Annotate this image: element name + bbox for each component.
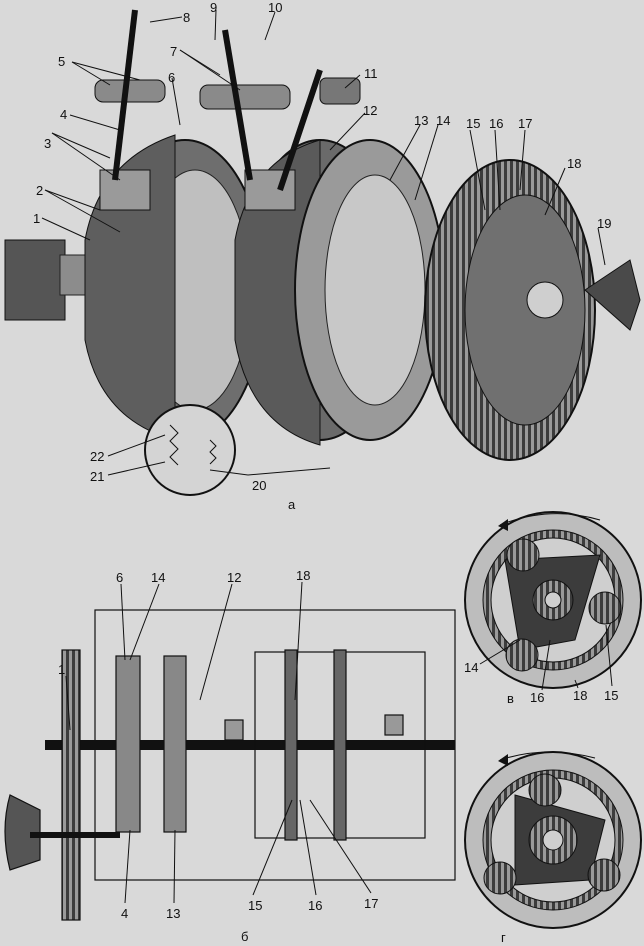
label-16: 16 bbox=[489, 116, 503, 131]
label-21: 21 bbox=[90, 469, 104, 484]
label-16-v: 16 bbox=[530, 690, 544, 705]
label-18-b: 18 bbox=[296, 568, 310, 583]
label-18: 18 bbox=[567, 156, 581, 171]
planetary-view-g: г bbox=[464, 751, 642, 945]
gear-1 bbox=[61, 649, 81, 921]
drum-6 bbox=[115, 655, 141, 833]
label-20: 20 bbox=[252, 478, 266, 493]
subfigure-label-a: а bbox=[288, 497, 296, 512]
planet-gear bbox=[587, 858, 621, 892]
part-labels-b: 1 6 14 12 18 4 13 15 16 17 б bbox=[58, 568, 378, 944]
rotation-arrow bbox=[499, 513, 601, 526]
planet-gear bbox=[505, 638, 539, 672]
label-15: 15 bbox=[466, 116, 480, 131]
label-18-v: 18 bbox=[573, 688, 587, 703]
label-2: 2 bbox=[36, 183, 43, 198]
planet-carrier bbox=[464, 194, 586, 426]
label-1-b: 1 bbox=[58, 662, 65, 677]
label-5: 5 bbox=[58, 54, 65, 69]
label-12: 12 bbox=[363, 103, 377, 118]
leader-lines-b bbox=[65, 581, 372, 904]
label-22: 22 bbox=[90, 449, 104, 464]
label-6-b: 6 bbox=[116, 570, 123, 585]
label-16-b: 16 bbox=[308, 898, 322, 913]
label-14-b: 14 bbox=[151, 570, 165, 585]
label-4: 4 bbox=[60, 107, 67, 122]
bearing bbox=[384, 714, 404, 736]
drum-12 bbox=[163, 655, 187, 833]
bevel-pinion bbox=[584, 259, 641, 331]
carrier-hub bbox=[526, 281, 564, 319]
planet-gear bbox=[528, 773, 562, 807]
arrow-head-icon bbox=[498, 519, 508, 531]
label-3: 3 bbox=[44, 136, 51, 151]
arrow-head-icon bbox=[498, 754, 508, 766]
rotation-arrow bbox=[499, 751, 596, 761]
planet-set-15 bbox=[284, 649, 298, 841]
leader-lines-v bbox=[479, 624, 613, 691]
sun-gear-hub bbox=[542, 829, 564, 851]
label-14: 14 bbox=[436, 113, 450, 128]
lever-linkage bbox=[94, 9, 361, 211]
label-4-b: 4 bbox=[121, 906, 128, 921]
spring-detail bbox=[144, 404, 236, 496]
label-6: 6 bbox=[168, 70, 175, 85]
label-1: 1 bbox=[33, 211, 40, 226]
spring-icon bbox=[169, 424, 179, 466]
planet-set-17 bbox=[333, 649, 347, 841]
label-13-b: 13 bbox=[166, 906, 180, 921]
drive-gear bbox=[4, 239, 66, 321]
label-17: 17 bbox=[518, 116, 532, 131]
clutch-drum-inner bbox=[324, 174, 426, 406]
subfigure-label-g: г bbox=[501, 930, 506, 945]
subfigure-label-b: б bbox=[241, 929, 248, 944]
perspective-view-a bbox=[4, 9, 641, 496]
label-19: 19 bbox=[597, 216, 611, 231]
subfigure-label-v: в bbox=[507, 691, 514, 706]
label-11: 11 bbox=[364, 66, 378, 81]
label-7: 7 bbox=[170, 44, 177, 59]
label-12-b: 12 bbox=[227, 570, 241, 585]
part-labels-v: 14 16 18 15 в bbox=[464, 660, 618, 706]
label-13: 13 bbox=[414, 113, 428, 128]
label-15-b: 15 bbox=[248, 898, 262, 913]
planet-gear bbox=[506, 538, 540, 572]
bearing bbox=[224, 719, 244, 741]
handwheel bbox=[4, 794, 41, 871]
label-8: 8 bbox=[183, 10, 190, 25]
planetary-view-v bbox=[464, 511, 642, 689]
part-labels-a: 1 2 3 4 5 6 7 8 9 10 11 12 13 14 15 16 1… bbox=[33, 0, 611, 512]
label-9: 9 bbox=[210, 0, 217, 15]
planet-gear bbox=[483, 861, 517, 895]
leader-lines-a bbox=[41, 9, 606, 476]
planet-gear-15 bbox=[588, 591, 622, 625]
label-10: 10 bbox=[268, 0, 282, 15]
schematic-b bbox=[4, 609, 456, 921]
label-14-v: 14 bbox=[464, 660, 478, 675]
label-15-v: 15 bbox=[604, 688, 618, 703]
spring-icon bbox=[209, 439, 217, 465]
label-17-b: 17 bbox=[364, 896, 378, 911]
sun-gear-hub bbox=[544, 591, 562, 609]
